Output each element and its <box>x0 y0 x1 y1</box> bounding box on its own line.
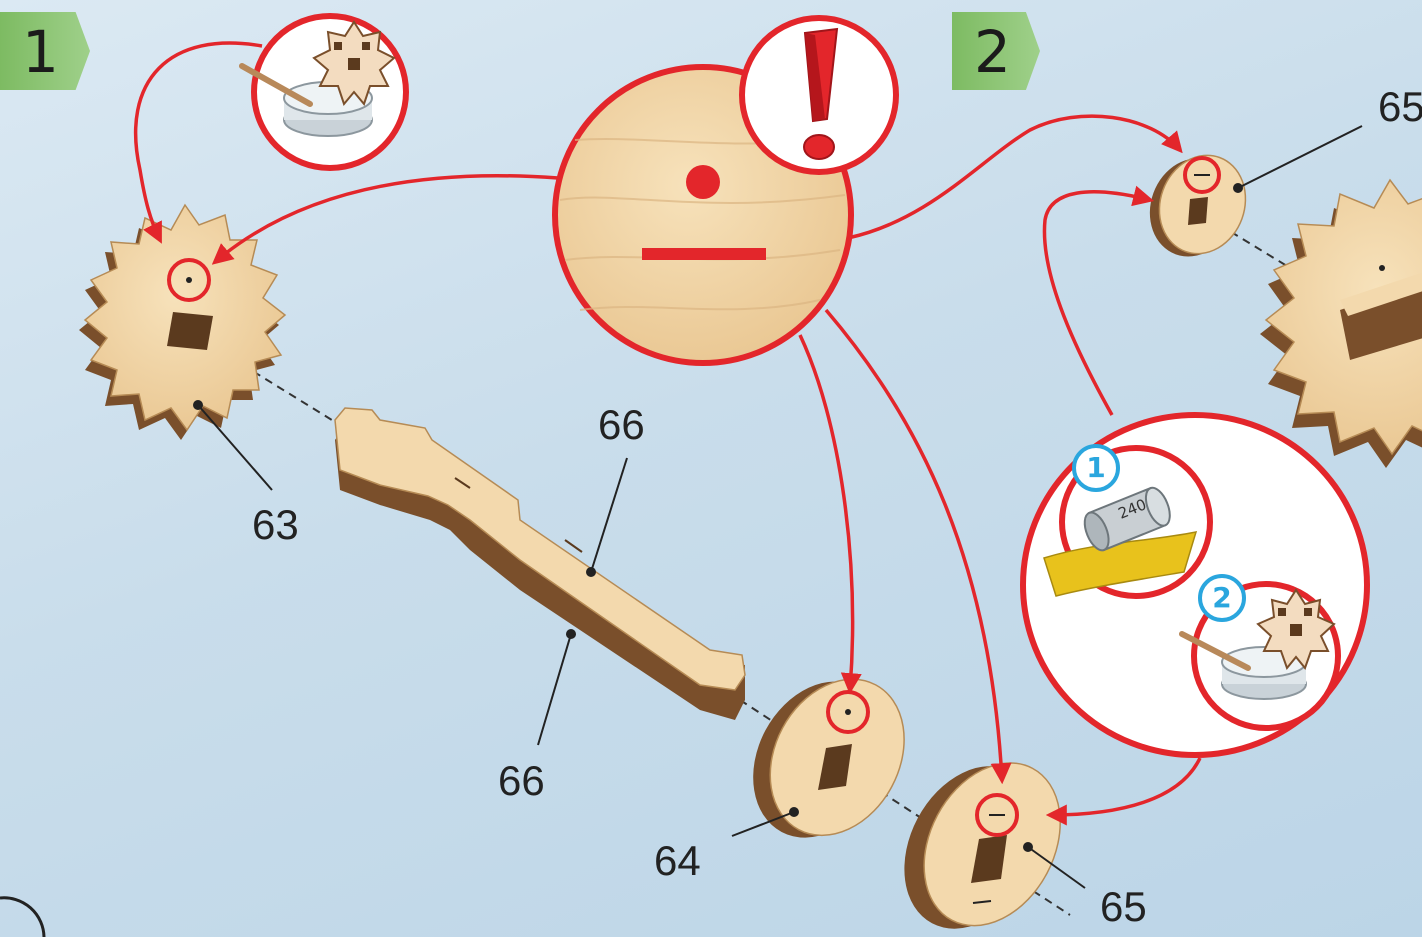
label-part-63: 63 <box>252 504 299 546</box>
substep-1-badge: 1 <box>1072 444 1120 492</box>
arrow-disc-to-gear63 <box>215 176 558 262</box>
substep-2-badge: 2 <box>1198 574 1246 622</box>
gear-63-square-hole <box>167 312 213 350</box>
hole-mark-dash <box>642 248 766 260</box>
disc-64 <box>727 656 931 861</box>
label-part-66-bottom: 66 <box>498 760 545 802</box>
arrow-disc-to-disc65top <box>848 116 1180 238</box>
gear-63 <box>79 205 285 440</box>
label-part-65-bottom: 65 <box>1100 886 1147 928</box>
arrow-prep-to-disc65top <box>1044 192 1150 415</box>
step-1-number: 1 <box>22 18 59 86</box>
partial-circle-icon <box>0 898 44 937</box>
hole-mark-dot <box>686 165 720 199</box>
step-2-number: 2 <box>974 18 1011 86</box>
label-part-64: 64 <box>654 840 701 882</box>
gear-63-mark-dot <box>186 277 192 283</box>
label-part-65-top: 65 <box>1378 86 1422 128</box>
step-1-badge: 1 <box>0 12 90 90</box>
exclamation-icon <box>742 18 896 172</box>
arrow-prep-to-disc65bottom <box>1050 758 1200 815</box>
gear-right-partial <box>1260 180 1422 468</box>
label-part-66-top: 66 <box>598 404 645 446</box>
disc-65-top <box>1136 143 1259 269</box>
shaft-66-face <box>335 408 745 690</box>
arrow-disc-to-disc64 <box>800 335 853 690</box>
step-2-badge: 2 <box>952 12 1040 90</box>
arrow-glue-to-gear63 <box>136 43 262 240</box>
disc-65-bottom <box>877 739 1087 937</box>
shaft-66 <box>335 408 745 720</box>
glue-callout-step1 <box>242 16 406 168</box>
